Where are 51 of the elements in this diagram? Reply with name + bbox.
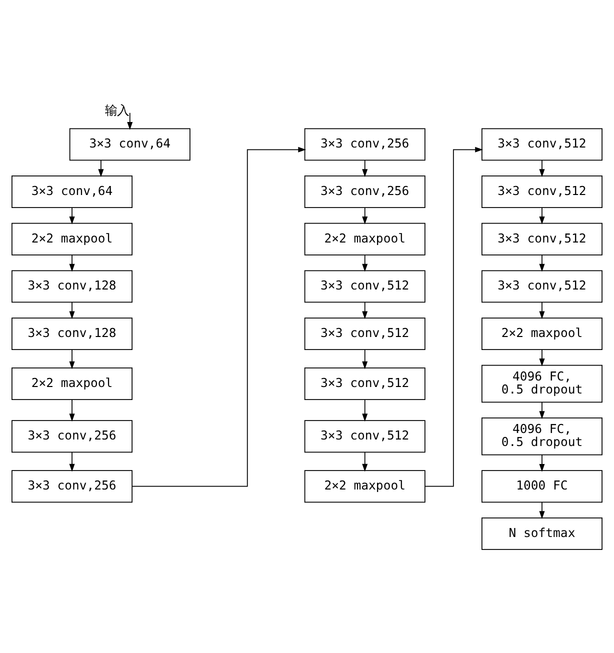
arrow (69, 398, 75, 422)
node-box: 3×3 conv,128 (12, 317, 133, 350)
arrow (362, 254, 368, 272)
arrow (539, 254, 545, 272)
node-box: 3×3 conv,512 (481, 222, 602, 255)
node-box: 2×2 maxpool (12, 222, 133, 255)
node-box: 3×3 conv,256 (304, 128, 426, 160)
node-box: 3×3 conv,256 (12, 470, 133, 502)
arrow (539, 402, 545, 419)
arrow (69, 348, 75, 369)
node-box: 3×3 conv,512 (304, 420, 426, 452)
node-box: 1000 FC (481, 470, 602, 502)
node-box: 3×3 conv,512 (481, 128, 602, 160)
node-box: 3×3 conv,64 (69, 128, 190, 160)
arrow (539, 302, 545, 319)
node-box: 3×3 conv,512 (481, 175, 602, 208)
arrow (362, 206, 368, 224)
node-box: 2×2 maxpool (304, 222, 426, 255)
node-box: 3×3 conv,128 (12, 270, 133, 302)
arrow (539, 348, 545, 366)
arrow (69, 451, 75, 472)
arrow (127, 112, 133, 130)
arrow (539, 206, 545, 224)
arrow (539, 501, 545, 519)
node-box: 2×2 maxpool (304, 470, 426, 502)
node-box: 3×3 conv,512 (304, 270, 426, 302)
node-box: 3×3 conv,64 (12, 175, 133, 208)
arrow (362, 451, 368, 472)
arrow (69, 206, 75, 224)
arrow (424, 146, 483, 486)
arrow (69, 302, 75, 319)
node-box: 4096 FC, 0.5 dropout (481, 364, 602, 402)
edge-label: 输入 (105, 102, 130, 117)
arrow (362, 398, 368, 422)
node-box: 3×3 conv,512 (304, 367, 426, 400)
node-box: 2×2 maxpool (481, 317, 602, 350)
arrow (539, 160, 545, 177)
arrow (362, 302, 368, 319)
arrow (98, 160, 104, 177)
arrow (69, 254, 75, 272)
node-box: 3×3 conv,512 (481, 270, 602, 302)
node-box: 3×3 conv,256 (12, 420, 133, 452)
node-box: 4096 FC, 0.5 dropout (481, 417, 602, 455)
node-box: 3×3 conv,512 (304, 317, 426, 350)
node-box: 2×2 maxpool (12, 367, 133, 400)
arrow (362, 348, 368, 369)
arrow (362, 160, 368, 177)
node-box: 3×3 conv,256 (304, 175, 426, 208)
node-box: N softmax (481, 517, 602, 550)
arrow (132, 146, 306, 486)
arrow (539, 454, 545, 472)
